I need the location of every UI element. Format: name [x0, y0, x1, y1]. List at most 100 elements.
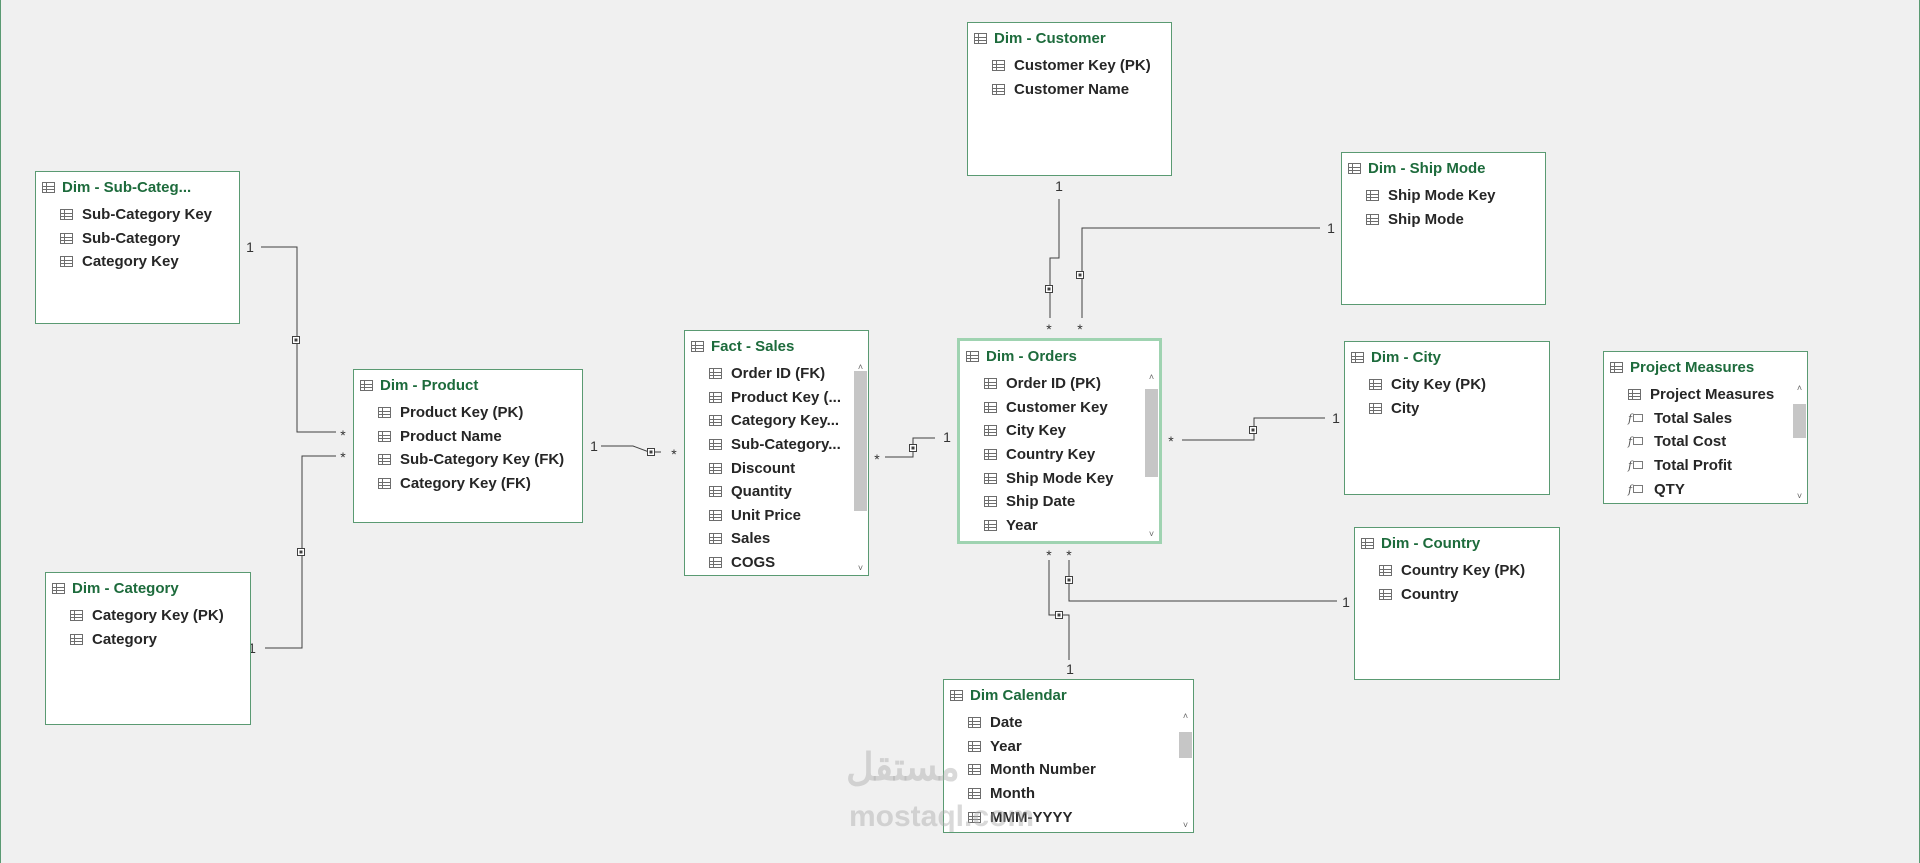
table-header[interactable]: Project Measures — [1604, 352, 1807, 382]
field-row[interactable]: Discount — [685, 456, 868, 480]
filter-direction-icon — [1047, 287, 1051, 291]
relationship-line[interactable] — [1048, 560, 1070, 660]
table-header[interactable]: Dim - Customer — [968, 23, 1171, 53]
field-label: Year — [1006, 516, 1038, 534]
field-row[interactable]: Product Key (PK) — [354, 401, 582, 425]
table-header[interactable]: Fact - Sales — [685, 331, 868, 361]
scroll-down-icon[interactable]: ˅ — [1148, 529, 1155, 539]
field-row[interactable]: Ship Date — [960, 490, 1159, 514]
column-icon — [984, 496, 997, 508]
table-header[interactable]: Dim - Orders — [960, 341, 1159, 371]
field-row[interactable]: Product Key (... — [685, 386, 868, 410]
scroll-up-icon[interactable]: ˄ — [857, 362, 864, 372]
field-row[interactable]: Month — [944, 782, 1193, 806]
scroll-thumb[interactable] — [1179, 732, 1192, 758]
field-row[interactable]: Category Key (FK) — [354, 472, 582, 496]
field-row[interactable]: Category Key (PK) — [46, 604, 250, 628]
field-row[interactable]: Project Measures — [1604, 383, 1807, 407]
field-label: Product Key (... — [731, 388, 842, 406]
table-header[interactable]: Dim - Category — [46, 573, 250, 603]
field-row[interactable]: City — [1345, 397, 1549, 421]
scrollbar[interactable]: ˄˅ — [853, 361, 868, 575]
scroll-up-icon[interactable]: ˄ — [1148, 372, 1155, 382]
scroll-down-icon[interactable]: ˅ — [1796, 491, 1803, 501]
relationship-line[interactable] — [1068, 560, 1337, 602]
field-row[interactable]: Customer Key (PK) — [968, 54, 1171, 78]
field-row[interactable]: Ship Mode Key — [960, 466, 1159, 490]
scroll-down-icon[interactable]: ˅ — [857, 563, 864, 573]
scroll-thumb[interactable] — [1145, 389, 1158, 477]
field-row[interactable]: Customer Name — [968, 78, 1171, 102]
scrollbar[interactable]: ˄˅ — [1144, 371, 1159, 541]
table-header[interactable]: Dim - Sub-Categ... — [36, 172, 239, 202]
field-row[interactable]: Month Number — [944, 758, 1193, 782]
field-row[interactable]: Category — [46, 628, 250, 652]
field-row[interactable]: City Key — [960, 419, 1159, 443]
field-label: Ship Mode Key — [1006, 469, 1114, 487]
field-row[interactable]: Year — [960, 514, 1159, 538]
scroll-up-icon[interactable]: ˄ — [1796, 383, 1803, 393]
field-row[interactable]: Sub-Category — [36, 227, 239, 251]
table-header[interactable]: Dim - Ship Mode — [1342, 153, 1545, 183]
table-header[interactable]: Dim - Country — [1355, 528, 1559, 558]
field-row[interactable]: Category Key — [36, 250, 239, 274]
field-row[interactable]: Date — [944, 711, 1193, 735]
field-row[interactable]: Sub-Category Key (FK) — [354, 448, 582, 472]
field-row[interactable]: Order ID (FK) — [685, 362, 868, 386]
field-row[interactable]: Sales — [685, 527, 868, 551]
filter-direction-icon — [911, 446, 915, 450]
table-header[interactable]: Dim Calendar — [944, 680, 1193, 710]
field-row[interactable]: City Key (PK) — [1345, 373, 1549, 397]
field-row[interactable]: Ship Mode Key — [1342, 184, 1545, 208]
column-icon — [70, 610, 83, 622]
field-row[interactable]: Country Key (PK) — [1355, 559, 1559, 583]
relationship-line[interactable] — [1081, 227, 1320, 318]
field-row[interactable]: Sub-Category... — [685, 433, 868, 457]
scrollbar[interactable]: ˄˅ — [1792, 382, 1807, 503]
field-row[interactable]: Country Key — [960, 443, 1159, 467]
field-row[interactable]: Customer Key — [960, 396, 1159, 420]
field-row[interactable]: Ship Mode — [1342, 208, 1545, 232]
field-row[interactable]: COGS — [685, 551, 868, 575]
table-icon — [950, 689, 963, 701]
scroll-thumb[interactable] — [854, 371, 867, 511]
field-label: City — [1391, 399, 1420, 417]
field-row[interactable]: Product Name — [354, 425, 582, 449]
scroll-thumb[interactable] — [1793, 404, 1806, 438]
scrollbar[interactable]: ˄˅ — [1178, 710, 1193, 832]
field-label: Year — [990, 737, 1022, 755]
field-row[interactable]: Country — [1355, 583, 1559, 607]
table-header[interactable]: Dim - City — [1345, 342, 1549, 372]
scroll-down-icon[interactable]: ˅ — [1182, 820, 1189, 830]
field-label: Total Profit — [1654, 457, 1733, 475]
field-list: Customer Key (PK)Customer Name — [968, 53, 1171, 101]
field-row[interactable]: Year — [944, 735, 1193, 759]
field-row[interactable]: Unit Price — [685, 504, 868, 528]
relationship-line[interactable] — [1049, 199, 1060, 318]
field-row[interactable]: MMM-YYYY — [944, 805, 1193, 829]
field-row[interactable]: Quantity — [685, 480, 868, 504]
scroll-up-icon[interactable]: ˄ — [1182, 711, 1189, 721]
table-header[interactable]: Dim - Product — [354, 370, 582, 400]
field-row[interactable]: Sub-Category Key — [36, 203, 239, 227]
field-row[interactable]: Order ID (PK) — [960, 372, 1159, 396]
field-row[interactable]: Category Key... — [685, 409, 868, 433]
